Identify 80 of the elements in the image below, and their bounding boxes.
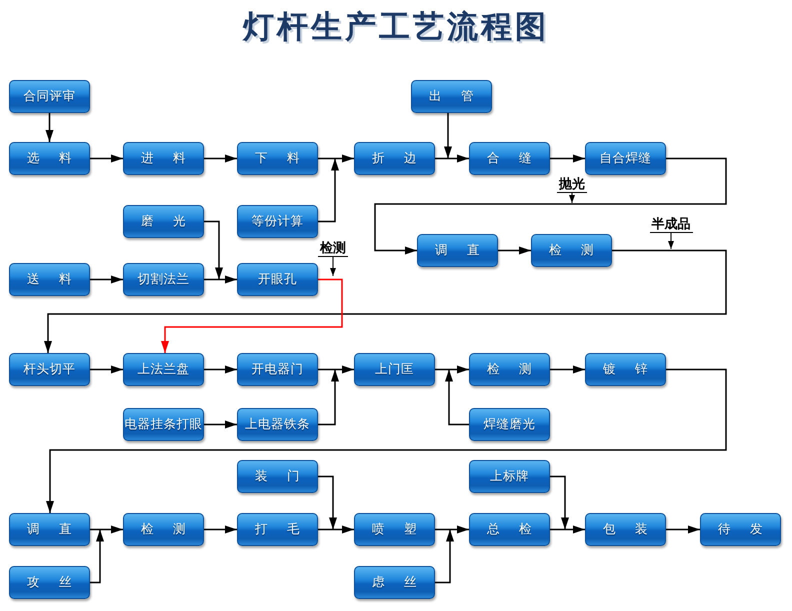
arrow — [90, 366, 123, 374]
process-box: 杆头切平 — [9, 353, 90, 386]
arrow — [46, 113, 54, 142]
process-box: 等份计算 — [237, 205, 318, 238]
process-box: 上门匡 — [354, 353, 435, 386]
arrow — [333, 526, 354, 534]
process-box: 开电器门 — [237, 353, 318, 386]
arrow — [204, 526, 237, 534]
connector-line — [90, 528, 100, 530]
process-box: 选料 — [9, 142, 90, 175]
edge-label: 抛光 — [557, 177, 587, 193]
process-box: 电器挂条打眼 — [123, 408, 204, 441]
arrow — [666, 526, 700, 534]
process-box: 打毛 — [237, 513, 318, 546]
process-box: 出管 — [411, 80, 492, 113]
arrow — [100, 526, 123, 534]
process-box: 下料 — [237, 142, 318, 175]
process-box: 切割法兰 — [123, 263, 204, 296]
process-box: 进料 — [123, 142, 204, 175]
connector-line — [435, 158, 448, 160]
process-box: 包装 — [585, 513, 666, 546]
process-box: 总检 — [469, 513, 550, 546]
arrow — [90, 276, 123, 284]
arrow — [550, 154, 585, 162]
process-box: 装门 — [237, 460, 318, 493]
process-box: 送料 — [9, 263, 90, 296]
edge-label: 检测 — [318, 241, 348, 257]
arrow — [204, 220, 223, 280]
arrow — [204, 420, 237, 428]
arrow — [445, 370, 469, 426]
arrow — [46, 368, 727, 513]
arrow — [44, 250, 727, 353]
arrow — [550, 476, 569, 530]
arrow — [449, 366, 469, 374]
title: 灯杆生产工艺流程图 — [241, 8, 550, 47]
arrow — [219, 276, 237, 284]
arrow — [450, 526, 469, 534]
process-box: 合缝 — [469, 142, 550, 175]
process-box: 镀锌 — [585, 353, 666, 386]
arrow — [435, 530, 454, 584]
connector-line — [204, 278, 219, 280]
process-box: 待发 — [700, 513, 781, 546]
connector-line — [318, 528, 333, 530]
process-box: 自合焊缝 — [585, 142, 666, 175]
arrow — [204, 366, 237, 374]
process-box: 检测 — [123, 513, 204, 546]
arrow — [161, 278, 343, 353]
process-box: 开眼孔 — [237, 263, 318, 296]
arrow — [335, 366, 354, 374]
process-box: 上标牌 — [469, 460, 550, 493]
process-box: 上电器铁条 — [237, 408, 318, 441]
process-box: 调直 — [9, 513, 90, 546]
process-box: 焊缝磨光 — [469, 408, 550, 441]
process-box: 折边 — [354, 142, 435, 175]
arrow — [565, 526, 585, 534]
process-box: 检测 — [469, 353, 550, 386]
connector-line — [318, 158, 335, 160]
arrow — [444, 113, 452, 158]
arrow — [498, 246, 531, 254]
edge-label: 半成品 — [650, 217, 692, 233]
process-box: 调直 — [417, 234, 498, 267]
process-box: 磨光 — [123, 205, 204, 238]
arrow — [90, 154, 123, 162]
process-box: 攻丝 — [9, 566, 90, 599]
process-box: 喷塑 — [354, 513, 435, 546]
arrow — [204, 154, 237, 162]
arrow — [374, 158, 727, 254]
connector-line — [435, 528, 450, 530]
connector-line — [550, 528, 565, 530]
arrow — [90, 530, 104, 584]
arrow — [550, 366, 585, 374]
arrow — [448, 154, 469, 162]
connector-line — [318, 368, 335, 370]
arrow — [318, 476, 337, 530]
process-box: 合同评审 — [9, 80, 90, 113]
process-box: 虑丝 — [354, 566, 435, 599]
process-box: 检测 — [531, 234, 612, 267]
arrow — [318, 370, 339, 426]
connector-line — [435, 368, 449, 370]
process-box: 上法兰盘 — [123, 353, 204, 386]
